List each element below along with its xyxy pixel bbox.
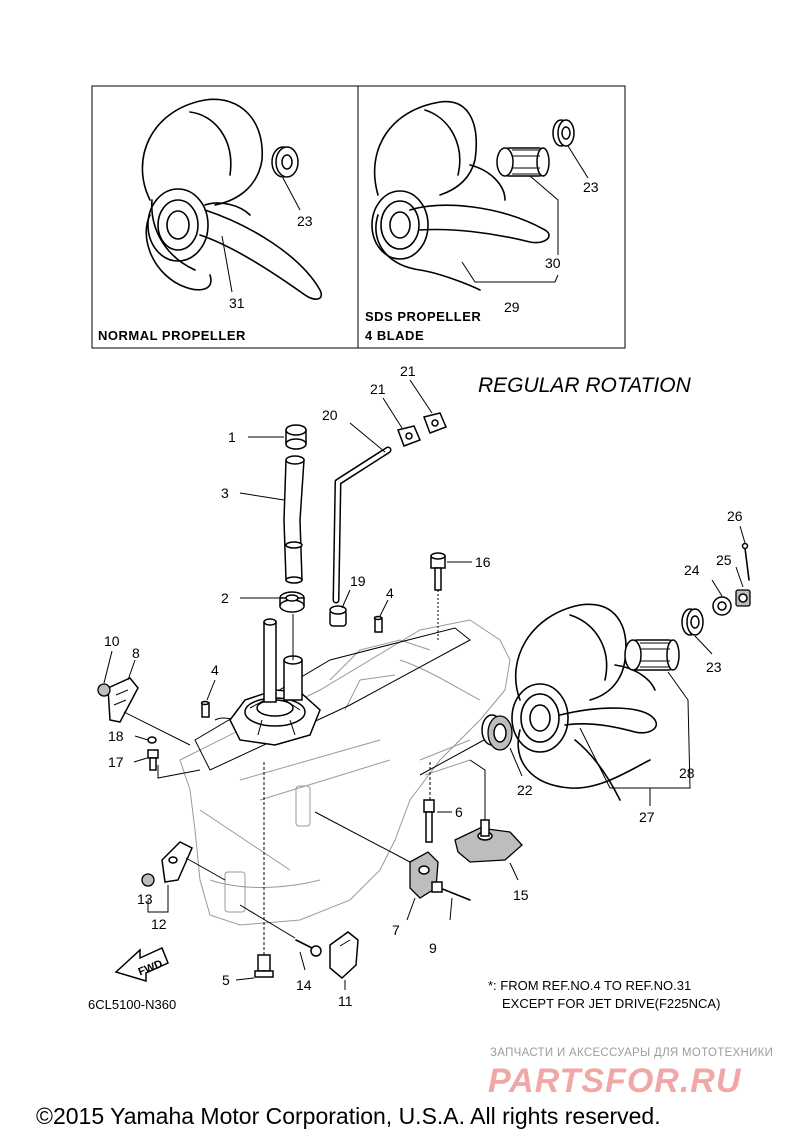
part-screw-17 <box>147 749 159 771</box>
part-thrust-washer <box>481 714 513 751</box>
callout-31: 31 <box>229 295 245 311</box>
part-spacer-spline <box>624 639 680 671</box>
callout-27: 27 <box>639 809 655 825</box>
part-bolt-6 <box>423 799 435 843</box>
callout-15: 15 <box>513 887 529 903</box>
callout-23-sds: 23 <box>583 179 599 195</box>
watermark-logo: PARTSFOR.RU <box>488 1062 742 1100</box>
callout-2: 2 <box>221 590 229 606</box>
sds-propeller-drawing <box>371 100 550 291</box>
main-propeller <box>511 603 657 801</box>
callout-26: 26 <box>727 508 743 524</box>
callout-8: 8 <box>132 645 140 661</box>
part-nut-10 <box>97 683 111 697</box>
fwd-arrow-icon: FWD <box>114 946 169 983</box>
part-rubber-grommet-2 <box>423 412 447 434</box>
callout-9: 9 <box>429 940 437 956</box>
part-drain-screw <box>254 954 274 978</box>
callout-21b: 21 <box>400 363 416 379</box>
normal-propeller-drawing <box>141 98 323 300</box>
water-tube-socket <box>283 655 303 701</box>
part-washer-24 <box>712 596 732 616</box>
lower-unit-case <box>179 618 511 926</box>
diagram-code: 6CL5100-N360 <box>88 997 176 1012</box>
part-bolt-14 <box>295 939 322 957</box>
part-seal <box>279 591 305 613</box>
part-cover <box>329 931 359 979</box>
part-fitting <box>329 605 347 627</box>
callout-11: 11 <box>338 993 353 1009</box>
callout-19: 19 <box>350 573 366 589</box>
callout-10: 10 <box>104 633 120 649</box>
normal-washer-drawing <box>271 146 299 178</box>
note-line2: EXCEPT FOR JET DRIVE(F225NCA) <box>502 996 720 1011</box>
drive-shaft <box>263 618 277 703</box>
copyright-notice: ©2015 Yamaha Motor Corporation, U.S.A. A… <box>36 1103 661 1129</box>
part-rubber-grommet-1 <box>397 425 421 447</box>
part-grommet <box>285 424 307 450</box>
part-bolt-9 <box>431 881 471 901</box>
part-nut-13 <box>141 873 155 887</box>
callout-23-normal: 23 <box>297 213 313 229</box>
callout-6: 6 <box>455 804 463 820</box>
part-washer-23 <box>681 608 704 636</box>
part-trim-tab <box>454 819 523 863</box>
water-pump-housing <box>229 689 321 746</box>
callout-7: 7 <box>392 922 400 938</box>
propeller-panels: 23 31 NORMAL PROPELLER <box>91 85 626 349</box>
normal-leaders <box>221 177 301 293</box>
callout-25: 25 <box>716 552 732 568</box>
callout-12: 12 <box>151 916 167 932</box>
part-bolt-16 <box>430 552 446 591</box>
callout-4b: 4 <box>211 662 219 678</box>
watermark-tagline: ЗАПЧАСТИ И АКСЕССУАРЫ ДЛЯ МОТОТЕХНИКИ <box>490 1047 773 1059</box>
callout-24: 24 <box>684 562 700 578</box>
sds-spline-drawing <box>496 119 575 177</box>
callout-23-main: 23 <box>706 659 722 675</box>
callout-16: 16 <box>475 554 491 570</box>
part-anode <box>409 851 439 899</box>
callout-3: 3 <box>221 485 229 501</box>
watermark: ЗАПЧАСТИ И АКСЕССУАРЫ ДЛЯ МОТОТЕХНИКИ PA… <box>488 1047 773 1100</box>
callout-28: 28 <box>679 765 695 781</box>
callout-5: 5 <box>222 972 230 988</box>
callout-30: 30 <box>545 255 561 271</box>
callout-18: 18 <box>108 728 124 744</box>
callout-14: 14 <box>296 977 312 993</box>
part-bracket <box>107 677 139 723</box>
part-dowel-pin-2 <box>200 700 210 718</box>
part-pipe <box>332 446 392 604</box>
rotation-heading: REGULAR ROTATION <box>478 374 692 397</box>
sds-propeller-label-line2: 4 BLADE <box>365 328 424 343</box>
part-water-tube <box>283 455 305 584</box>
sds-propeller-label-line1: SDS PROPELLER <box>365 309 481 324</box>
part-propeller-nut <box>735 589 751 607</box>
callout-20: 20 <box>322 407 338 423</box>
part-anode-bracket <box>161 841 193 883</box>
note-line1: *: FROM REF.NO.4 TO REF.NO.31 <box>488 978 691 993</box>
part-dowel-pin-1 <box>373 615 383 633</box>
sds-leaders <box>461 145 589 283</box>
callout-13: 13 <box>137 891 153 907</box>
normal-propeller-label: NORMAL PROPELLER <box>98 328 246 343</box>
part-washer-18 <box>147 736 157 744</box>
callout-22: 22 <box>517 782 533 798</box>
callout-1: 1 <box>228 429 236 445</box>
callout-21a: 21 <box>370 381 386 397</box>
callout-17: 17 <box>108 754 124 770</box>
callout-4a: 4 <box>386 585 394 601</box>
callout-29: 29 <box>504 299 520 315</box>
part-cotter-pin <box>741 542 750 581</box>
